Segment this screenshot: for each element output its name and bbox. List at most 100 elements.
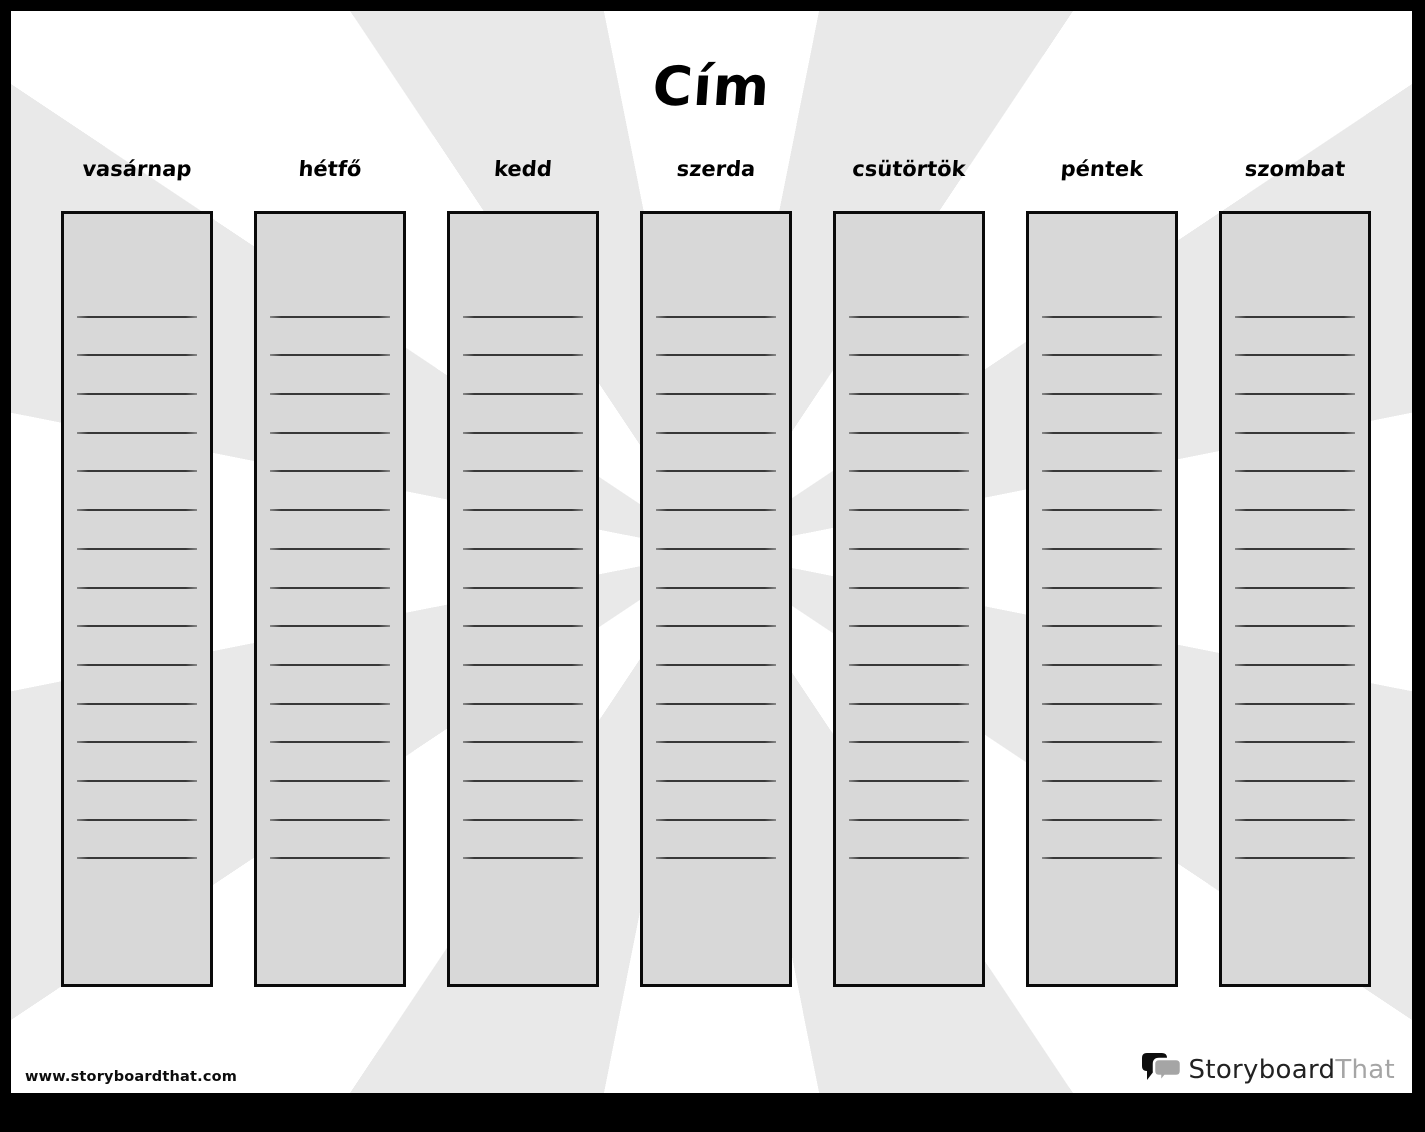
writing-line — [463, 665, 583, 705]
writing-line — [463, 433, 583, 473]
day-header-4: szerda — [675, 157, 757, 181]
day-header-2: hétfő — [297, 157, 363, 181]
writing-line — [656, 317, 776, 357]
writing-line — [849, 665, 969, 705]
writing-line — [656, 588, 776, 628]
writing-line — [1042, 433, 1162, 473]
writing-line — [849, 627, 969, 666]
writing-line — [270, 588, 390, 628]
writing-line — [270, 665, 390, 705]
writing-line — [270, 317, 390, 357]
storyboardthat-logo: StoryboardThat — [1141, 1053, 1395, 1087]
writing-line — [849, 472, 969, 512]
writing-line — [849, 588, 969, 628]
writing-line — [849, 820, 969, 860]
writing-line — [463, 781, 583, 821]
writing-line — [270, 511, 390, 550]
writing-line — [463, 472, 583, 512]
writing-line — [463, 704, 583, 744]
writing-line — [463, 743, 583, 782]
writing-line — [463, 395, 583, 434]
writing-line — [849, 279, 969, 318]
writing-line — [656, 665, 776, 705]
writing-line — [77, 588, 197, 628]
day-column-2[interactable] — [254, 211, 406, 987]
writing-line — [656, 395, 776, 434]
writing-line — [1235, 627, 1355, 666]
writing-line — [1042, 549, 1162, 589]
writing-line — [463, 356, 583, 396]
writing-line — [77, 356, 197, 396]
logo-text-primary: Storyboard — [1188, 1055, 1336, 1085]
writing-line — [77, 472, 197, 512]
day-column-4[interactable] — [640, 211, 792, 987]
writing-line — [656, 433, 776, 473]
writing-line — [1042, 627, 1162, 666]
writing-line — [849, 317, 969, 357]
writing-line — [270, 820, 390, 860]
writing-line — [270, 704, 390, 744]
writing-line — [849, 433, 969, 473]
writing-line — [270, 781, 390, 821]
writing-line — [656, 704, 776, 744]
writing-line — [1042, 588, 1162, 628]
writing-line — [1042, 395, 1162, 434]
writing-line — [849, 743, 969, 782]
writing-line — [463, 279, 583, 318]
writing-line — [1042, 781, 1162, 821]
writing-line — [1042, 511, 1162, 550]
writing-line — [77, 395, 197, 434]
writing-line — [270, 433, 390, 473]
writing-line — [270, 472, 390, 512]
writing-line — [463, 549, 583, 589]
writing-line — [849, 549, 969, 589]
writing-line — [1042, 665, 1162, 705]
day-header-7: szombat — [1244, 157, 1346, 181]
writing-line — [1235, 781, 1355, 821]
writing-line — [77, 781, 197, 821]
day-columns-row — [11, 211, 1412, 987]
writing-line — [77, 549, 197, 589]
writing-line — [463, 511, 583, 550]
writing-line — [849, 781, 969, 821]
day-column-5[interactable] — [833, 211, 985, 987]
day-column-3[interactable] — [447, 211, 599, 987]
writing-line — [77, 704, 197, 744]
speech-bubbles-icon — [1141, 1053, 1182, 1086]
writing-line — [1042, 820, 1162, 860]
writing-line — [270, 743, 390, 782]
writing-line — [270, 549, 390, 589]
writing-line — [849, 511, 969, 550]
logo-wordmark: StoryboardThat — [1189, 1055, 1395, 1085]
writing-line — [77, 665, 197, 705]
writing-line — [656, 743, 776, 782]
writing-line — [270, 356, 390, 396]
writing-line — [1042, 472, 1162, 512]
writing-line — [1235, 820, 1355, 860]
writing-line — [270, 627, 390, 666]
day-column-1[interactable] — [61, 211, 213, 987]
writing-line — [77, 743, 197, 782]
writing-line — [656, 511, 776, 550]
day-header-3: kedd — [493, 157, 553, 181]
writing-line — [1235, 743, 1355, 782]
day-header-1: vasárnap — [81, 157, 193, 181]
writing-line — [1235, 433, 1355, 473]
writing-line — [656, 820, 776, 860]
writing-line — [463, 820, 583, 860]
writing-line — [1235, 472, 1355, 512]
writing-line — [463, 627, 583, 666]
writing-line — [1042, 743, 1162, 782]
writing-line — [656, 279, 776, 318]
day-column-6[interactable] — [1026, 211, 1178, 987]
day-column-7[interactable] — [1219, 211, 1371, 987]
day-header-5: csütörtök — [851, 157, 967, 181]
writing-line — [656, 627, 776, 666]
writing-line — [463, 588, 583, 628]
writing-line — [656, 472, 776, 512]
writing-line — [849, 395, 969, 434]
writing-line — [1235, 356, 1355, 396]
